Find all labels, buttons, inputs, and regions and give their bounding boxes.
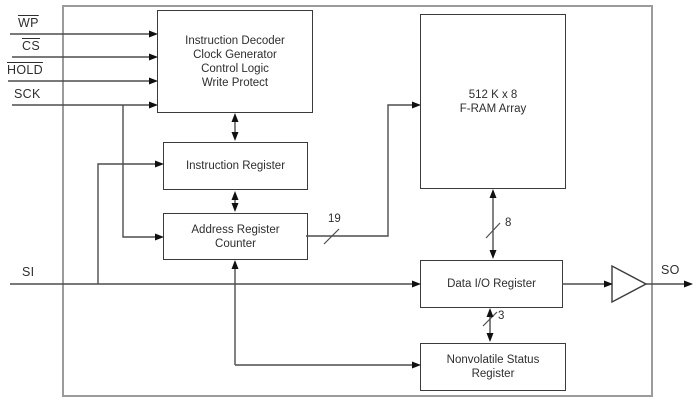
block-text: Address Register bbox=[191, 223, 280, 236]
block-text: Counter bbox=[215, 237, 256, 250]
so-arrowhead bbox=[684, 280, 693, 288]
block-text: Clock Generator bbox=[193, 48, 277, 61]
instruction-decoder-block: Instruction Decoder Clock Generator Cont… bbox=[157, 10, 313, 113]
block-text: Control Logic bbox=[201, 62, 269, 75]
signal-label-sck: SCK bbox=[14, 87, 41, 101]
data-io-register-block: Data I/O Register bbox=[420, 260, 563, 308]
bus-width-label-address: 19 bbox=[328, 213, 341, 225]
bus-width-label-data: 8 bbox=[505, 217, 512, 229]
block-text: Instruction Register bbox=[185, 160, 286, 172]
signal-label-so: SO bbox=[661, 263, 680, 277]
block-text: Nonvolatile Status bbox=[446, 354, 540, 366]
block-text: 512 K x 8 bbox=[468, 88, 518, 101]
instruction-register-block: Instruction Register bbox=[163, 142, 308, 190]
fram-array-block: 512 K x 8 F-RAM Array bbox=[420, 14, 566, 189]
block-text: Instruction Decoder bbox=[185, 34, 285, 47]
signal-label-si: SI bbox=[22, 265, 35, 279]
address-register-counter-block: Address Register Counter bbox=[163, 213, 308, 260]
nonvolatile-status-register-block: Nonvolatile Status Register bbox=[420, 343, 566, 391]
block-text: Register bbox=[471, 368, 515, 380]
signal-label-hold: HOLD bbox=[7, 63, 43, 77]
block-text: Write Protect bbox=[201, 76, 269, 89]
signal-label-wp: WP bbox=[18, 16, 39, 30]
bus-width-label-status: 3 bbox=[498, 310, 505, 322]
block-text: Data I/O Register bbox=[447, 278, 536, 290]
block-text: F-RAM Array bbox=[459, 102, 527, 115]
signal-label-cs: CS bbox=[22, 39, 40, 53]
